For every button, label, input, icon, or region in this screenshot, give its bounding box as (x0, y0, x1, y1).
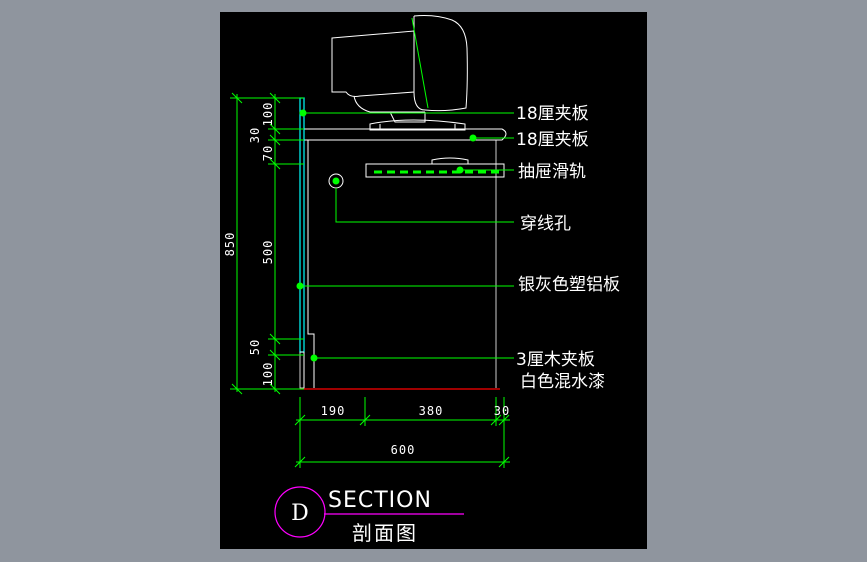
label-aluminum-panel: 银灰色塑铝板 (518, 275, 620, 295)
dim-850: 850 (223, 232, 237, 257)
dim-380: 380 (419, 404, 444, 418)
cabinet-structure (303, 98, 507, 388)
section-drawing: 18厘夹板 18厘夹板 抽屉滑轨 穿线孔 银灰色塑铝板 3厘木夹板 白色混水漆 … (223, 15, 620, 545)
dim-100-bottom: 100 (261, 362, 275, 387)
label-white-paint: 白色混水漆 (520, 372, 605, 392)
dim-100-top: 100 (261, 102, 275, 127)
label-3-plywood: 3厘木夹板 (516, 350, 595, 370)
section-heading: SECTION (328, 488, 432, 513)
section-title-block: D SECTION 剖面图 (274, 486, 464, 545)
label-cable-hole: 穿线孔 (520, 214, 571, 234)
label-18-plywood-desk: 18厘夹板 (516, 130, 589, 150)
section-subheading: 剖面图 (352, 521, 418, 545)
dim-50: 50 (248, 339, 262, 355)
section-marker-letter: D (291, 501, 309, 526)
horizontal-dimension-text: 190 380 30 600 (321, 404, 510, 457)
dim-600: 600 (391, 443, 416, 457)
desktop-slab (303, 128, 507, 141)
dim-30-h: 30 (494, 404, 510, 418)
vertical-dimension-text: 850 100 30 70 500 50 100 (223, 102, 275, 387)
aluminum-panel (299, 97, 305, 353)
aluminum-panel-lower (299, 351, 305, 389)
leader-lines (296, 109, 514, 362)
dim-30: 30 (248, 127, 262, 143)
monitor-illustration (331, 15, 468, 131)
horizontal-dimension-lines (294, 397, 510, 468)
section-marker-circle (274, 486, 326, 538)
cad-drawing-canvas: 18厘夹板 18厘夹板 抽屉滑轨 穿线孔 银灰色塑铝板 3厘木夹板 白色混水漆 … (220, 12, 647, 549)
label-drawer-slide: 抽屉滑轨 (518, 162, 586, 182)
dim-70: 70 (261, 145, 275, 161)
cable-hole (328, 173, 344, 189)
vertical-dimension-lines (230, 92, 304, 395)
dim-190: 190 (321, 404, 346, 418)
label-18-plywood-top: 18厘夹板 (516, 104, 589, 124)
dim-500: 500 (261, 240, 275, 265)
